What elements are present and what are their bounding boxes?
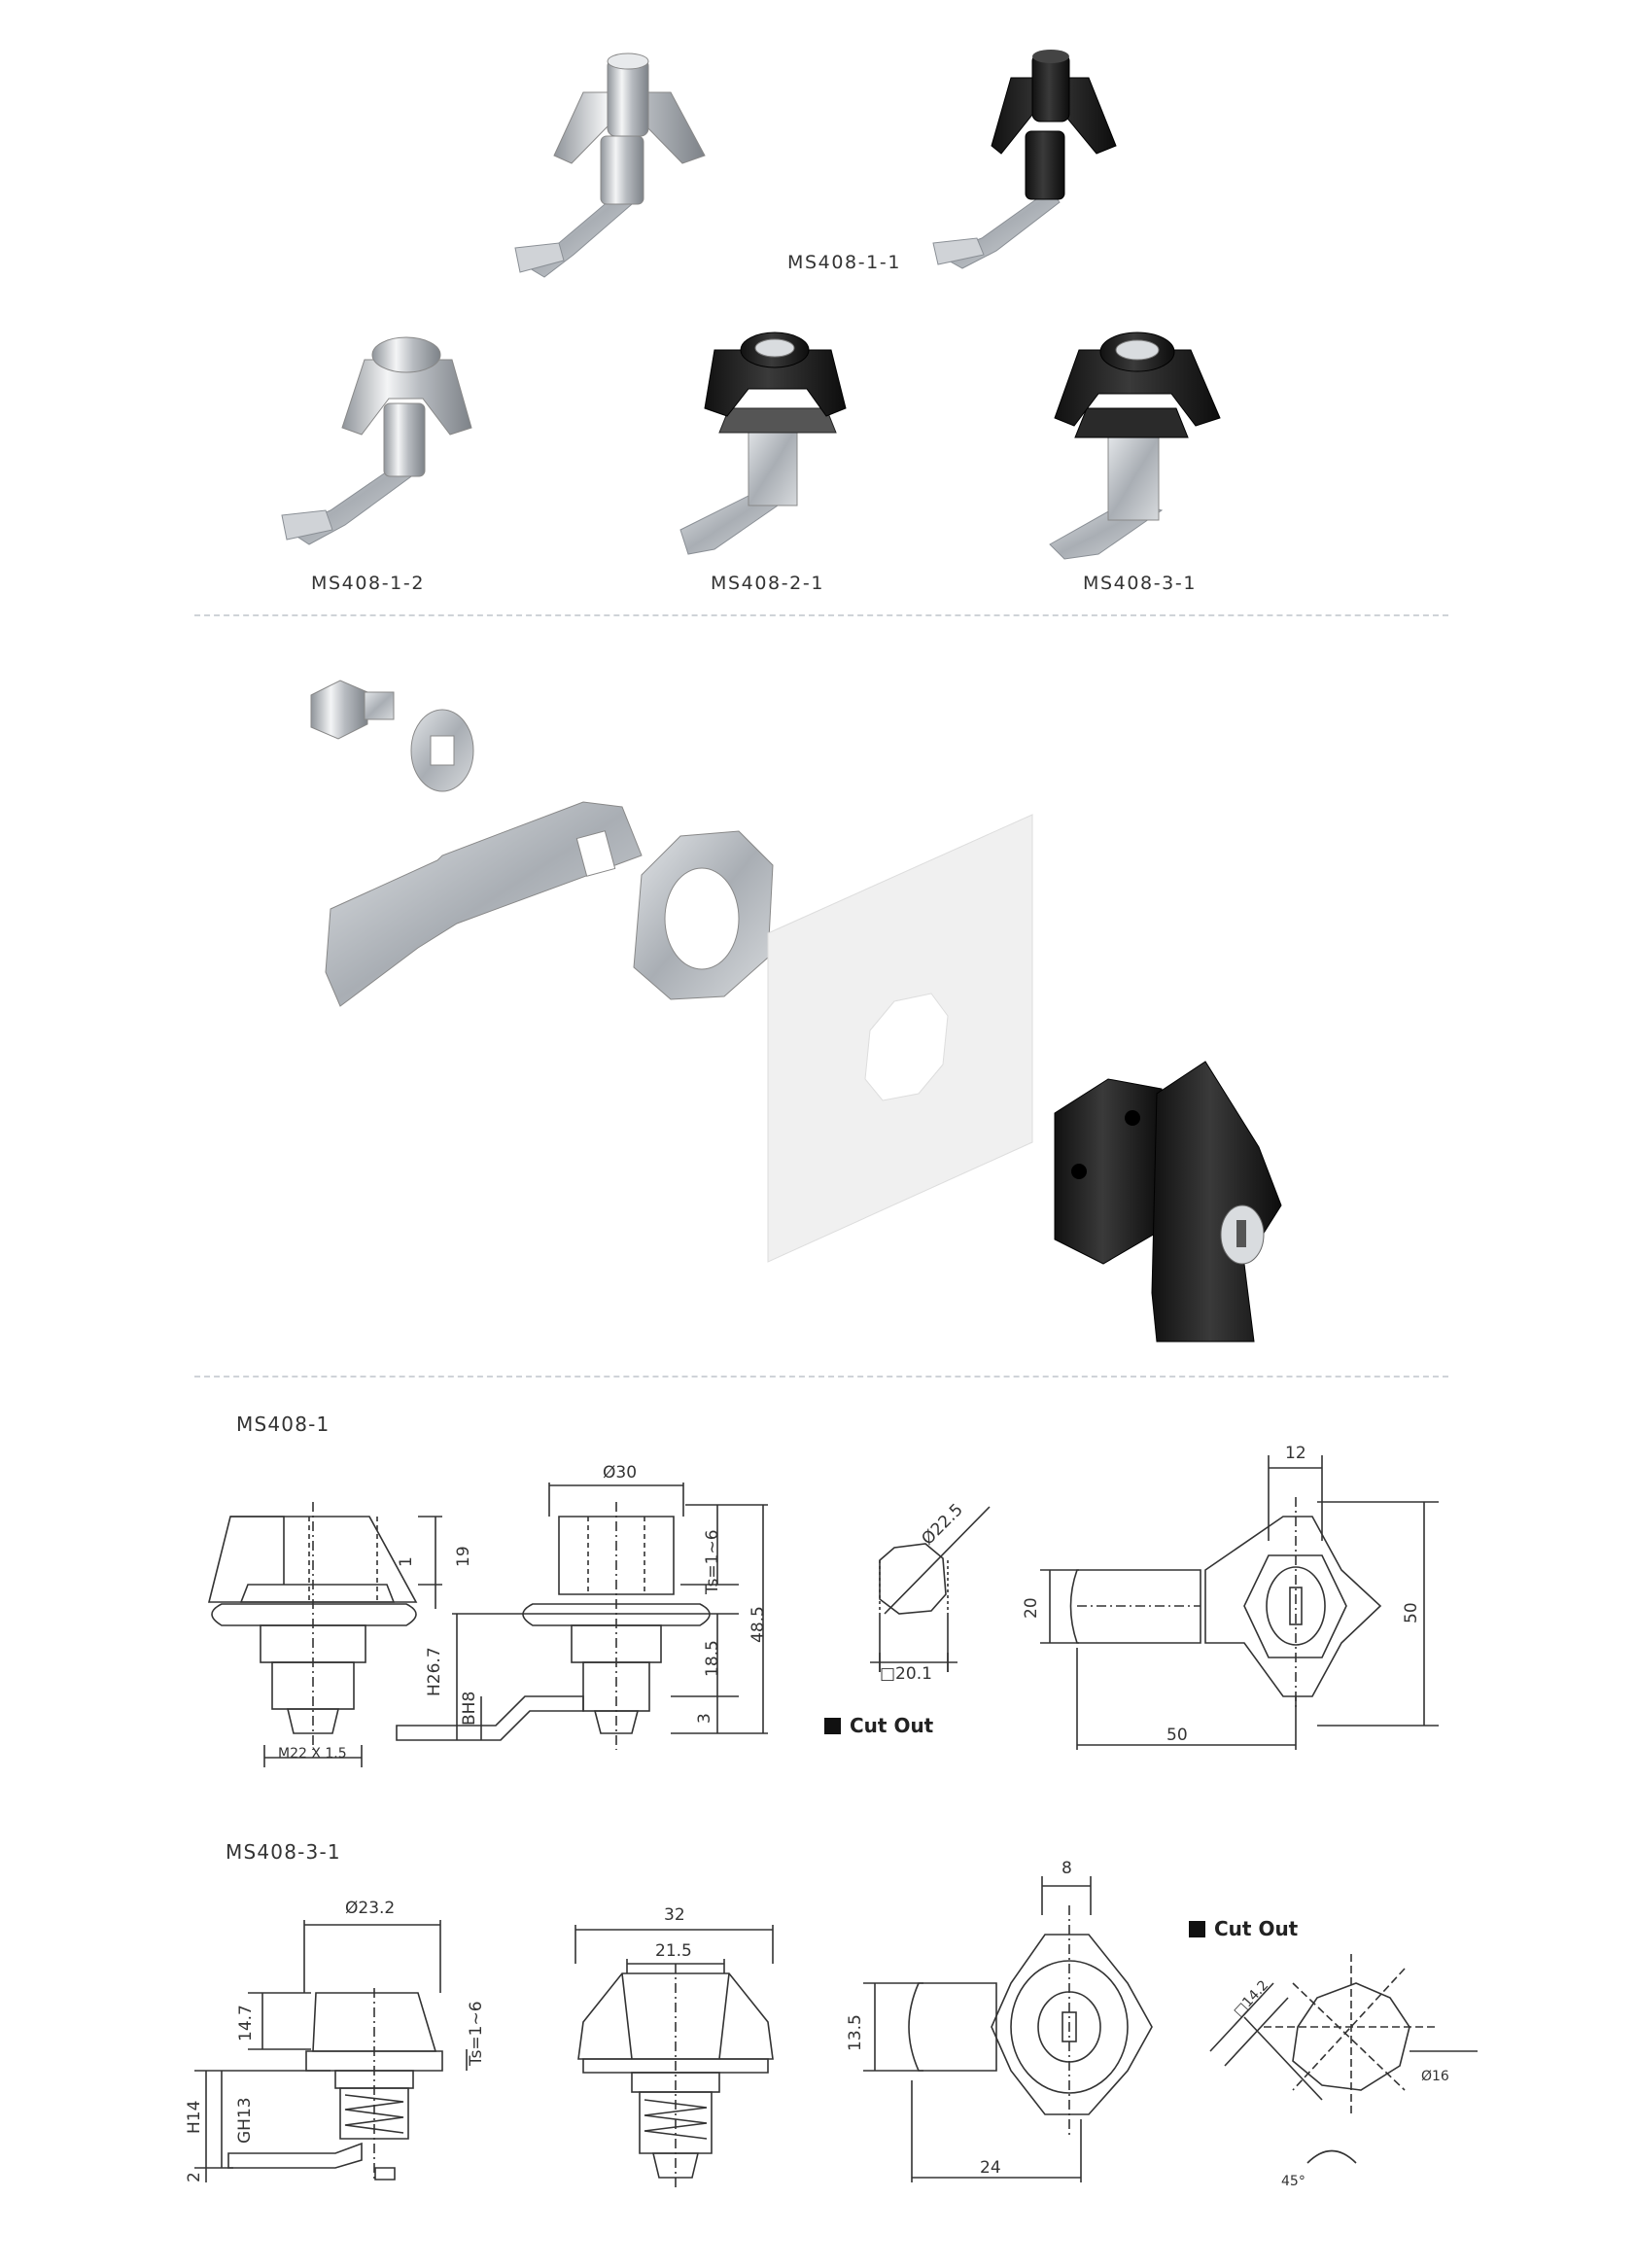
dim-50-vertical: 50 — [1402, 1602, 1421, 1623]
drawing-title-ms408-3-1: MS408-3-1 — [226, 1840, 341, 1864]
dim-h14: H14 — [185, 2101, 204, 2134]
cutout-text-1: Cut Out — [850, 1714, 934, 1737]
drawing2-cutout-view — [1209, 1954, 1478, 2164]
dim-bh8: BH8 — [460, 1692, 479, 1726]
dim-12: 12 — [1285, 1444, 1306, 1463]
product-label-ms408-3-1: MS408-3-1 — [1083, 573, 1198, 594]
cutout-label-1: Cut Out — [824, 1714, 933, 1737]
lock-photo-black-1 — [932, 50, 1117, 269]
dim-sq20-1: □20.1 — [880, 1664, 932, 1684]
drawing2-front-view — [574, 1925, 774, 2187]
dim-14-7: 14.7 — [236, 2005, 256, 2041]
drawing2-top-view — [863, 1876, 1153, 2182]
dim-3: 3 — [695, 1713, 714, 1724]
dim-h26-7: H26.7 — [425, 1647, 444, 1696]
dim-20: 20 — [1022, 1597, 1041, 1619]
dim-13-5: 13.5 — [846, 2014, 865, 2051]
dim-dia23-2: Ø23.2 — [345, 1899, 395, 1918]
cutout-square-icon — [1189, 1920, 1205, 1937]
drawing1-side-view — [207, 1502, 442, 1767]
cutout-label-2: Cut Out — [1189, 1917, 1298, 1940]
divider-bottom — [194, 1376, 1448, 1378]
dim-1: 1 — [397, 1556, 416, 1567]
product-label-ms408-2-1: MS408-2-1 — [711, 573, 825, 594]
dim-dia30: Ø30 — [603, 1463, 637, 1483]
dim-dia16: Ø16 — [1421, 2069, 1449, 2084]
dim-18-5: 18.5 — [703, 1640, 722, 1677]
lock-photo-black-2 — [679, 331, 847, 555]
lock-body-part — [1054, 1061, 1282, 1343]
panel-part — [767, 814, 1033, 1263]
drawing1-side-view-cam — [396, 1483, 768, 1750]
product-label-ms408-1-2: MS408-1-2 — [311, 573, 426, 594]
dim-19: 19 — [454, 1546, 473, 1567]
nut-part — [633, 830, 774, 1000]
cutout-square-icon — [824, 1717, 841, 1734]
drawing2-side-view — [194, 1920, 468, 2182]
dim-thread: M22 X 1.5 — [278, 1746, 347, 1762]
dim-sq14-2: □14.2 — [1231, 1977, 1271, 2019]
dim-45-deg: 45° — [1281, 2174, 1305, 2189]
dim-32: 32 — [664, 1905, 685, 1925]
drawing1-cutout-view — [870, 1506, 991, 1672]
dim-50-horizontal: 50 — [1166, 1726, 1188, 1745]
dim-gh13: GH13 — [235, 2097, 255, 2144]
exploded-view — [310, 680, 1282, 1343]
dim-8: 8 — [1062, 1859, 1072, 1878]
dim-2: 2 — [185, 2172, 204, 2182]
drawing-title-ms408-1: MS408-1 — [236, 1413, 331, 1436]
cutout-text-2: Cut Out — [1214, 1917, 1299, 1940]
dim-24: 24 — [980, 2158, 1001, 2178]
dim-ts-2: Ts=1~6 — [467, 2001, 486, 2067]
lock-photo-chrome-1 — [514, 52, 706, 278]
divider-top — [194, 614, 1448, 616]
washer-part — [410, 709, 474, 792]
dim-21-5: 21.5 — [655, 1941, 692, 1961]
product-label-ms408-1-1: MS408-1-1 — [787, 252, 902, 273]
dim-48-5: 48.5 — [748, 1606, 768, 1643]
cam-part — [325, 801, 643, 1007]
drawing1-front-view — [1040, 1455, 1439, 1750]
lock-photo-black-3 — [1049, 331, 1221, 560]
lock-photo-chrome-2 — [281, 336, 472, 545]
dim-ts: Ts=1~6 — [703, 1529, 722, 1595]
screw-part — [310, 680, 395, 740]
